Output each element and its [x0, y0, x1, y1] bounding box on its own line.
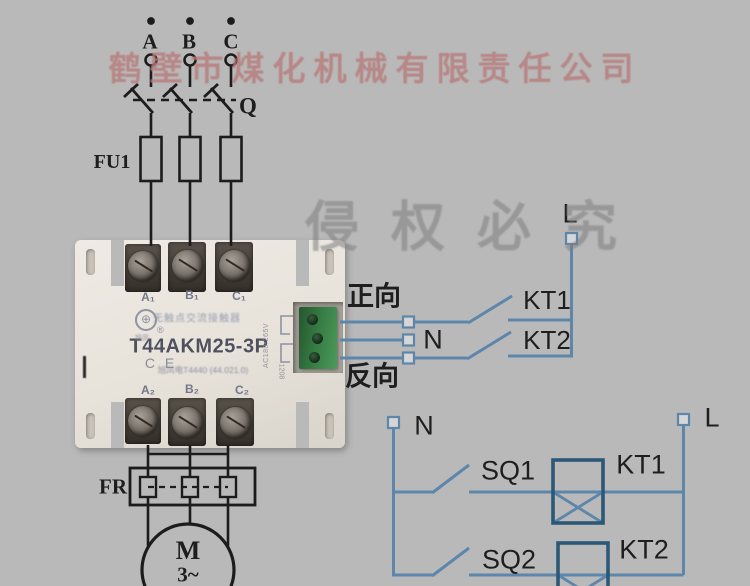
screw-icon: [219, 250, 250, 281]
terminal-block-b2: [168, 398, 206, 446]
line-terminal-node: [676, 412, 691, 427]
phase-dot: [186, 17, 194, 25]
module-edge-mark: [83, 356, 86, 378]
control-line-label: L: [562, 198, 578, 229]
phase-label-a: A: [142, 29, 158, 54]
heater-element: [138, 475, 158, 499]
terminal-block-b1: [168, 242, 206, 292]
mounting-slot: [325, 249, 334, 275]
terminal-block-a2: [125, 398, 161, 444]
brand-text: 旭凤: [135, 335, 149, 342]
registered-mark: ®: [157, 325, 164, 335]
terminal-label-b2: B₂: [185, 382, 199, 396]
screw-icon: [128, 251, 158, 281]
sq2-contact-blade: [431, 546, 470, 578]
phase-terminal: [144, 53, 158, 67]
terminal-block-c1: [215, 242, 253, 292]
kt2-contact-label: KT2: [523, 325, 571, 355]
fuse-symbol: [178, 135, 202, 183]
module-notch: [111, 240, 124, 286]
fr-box: [128, 466, 257, 507]
kt1-contact-label: KT1: [523, 285, 571, 315]
screw-icon: [220, 407, 251, 438]
terminal-node: [401, 315, 416, 329]
module-wiring-pictogram: [280, 315, 293, 363]
phase-label-c: C: [223, 29, 239, 54]
sq1-switch-label: SQ1: [480, 455, 536, 486]
ssr-module: A₁ B₁ C₁ A₂ B₂ C₂ 无触点交流接触器 T44AKM25-3P 旭…: [75, 240, 345, 448]
mounting-slot: [86, 249, 95, 275]
neutral-terminal-node: [386, 415, 401, 430]
reverse-label: 反向: [345, 361, 399, 392]
terminal-block-a1: [125, 244, 161, 292]
kt2-coil-box: [556, 541, 610, 586]
terminal-hole-icon: [307, 314, 318, 325]
motor-symbol: [140, 522, 236, 586]
phase-label-b: B: [181, 29, 197, 54]
sq1-contact-blade: [431, 463, 470, 495]
terminal-node: [401, 333, 416, 347]
kt2-coil-label: KT2: [619, 534, 669, 565]
sq2-switch-label: SQ2: [481, 544, 537, 575]
module-notch: [296, 240, 309, 286]
load-wiring: [146, 445, 230, 546]
module-footnote: 旭凤电T4440 (44.021.0): [157, 365, 249, 375]
screw-icon: [172, 250, 203, 281]
module-subtitle: 无触点交流接触器: [153, 313, 241, 325]
line-terminal-node: [564, 231, 579, 246]
phase-dot: [147, 17, 155, 25]
brand-logo-icon: ⊕: [135, 309, 157, 331]
kt1-coil-cross: [552, 490, 604, 525]
phase-terminal: [183, 53, 197, 67]
terminal-hole-icon: [309, 352, 320, 363]
terminal-hole-icon: [312, 333, 323, 344]
pilot-line-label: L: [704, 402, 720, 433]
motor-phase-label: 3~: [177, 562, 199, 586]
fuse-symbol: [219, 135, 243, 183]
screw-icon: [128, 406, 158, 436]
terminal-label-a1: A₁: [141, 290, 155, 304]
terminal-label-c2: C₂: [235, 383, 249, 397]
control-wiring: [340, 231, 579, 365]
terminal-label-c1: C₁: [232, 289, 246, 303]
breaker-q-symbol: [123, 82, 236, 114]
phase-dot: [227, 17, 235, 25]
kt1-coil-label: KT1: [616, 449, 666, 480]
fuse-label: FU1: [93, 151, 131, 173]
mounting-slot: [325, 413, 334, 439]
terminal-label-b1: B₁: [185, 288, 199, 302]
control-neutral-label: N: [423, 324, 443, 355]
terminal-node: [401, 351, 416, 365]
control-terminal-green: [299, 307, 337, 369]
pilot-neutral-label: N: [414, 410, 434, 441]
fuse-bank: [139, 135, 243, 183]
kt1-coil-box: [551, 458, 605, 525]
ce-mark: C E: [144, 355, 178, 371]
breaker-contact-tick: [123, 82, 219, 99]
terminal-label-a2: A₂: [141, 383, 155, 397]
module-model: T44AKM25-3P: [129, 335, 269, 358]
kt2-coil-cross: [557, 573, 609, 586]
kt1-contact-blade: [467, 294, 513, 325]
module-notch: [296, 402, 309, 448]
forward-label: 正向: [347, 281, 401, 312]
screw-icon: [172, 407, 203, 438]
interlock-wiring: [386, 412, 691, 586]
supply-lines: [144, 17, 238, 246]
fuse-symbol: [139, 135, 163, 183]
kt2-contact-blade: [466, 330, 512, 361]
thermal-relay-symbol: [128, 466, 257, 507]
mounting-slot: [86, 413, 95, 439]
motor-label: M: [175, 536, 201, 565]
terminal-block-c2: [216, 398, 254, 446]
breaker-label: Q: [239, 93, 257, 119]
thermal-relay-label: FR: [99, 474, 127, 499]
module-notch: [111, 402, 124, 448]
phase-terminal: [224, 53, 238, 67]
